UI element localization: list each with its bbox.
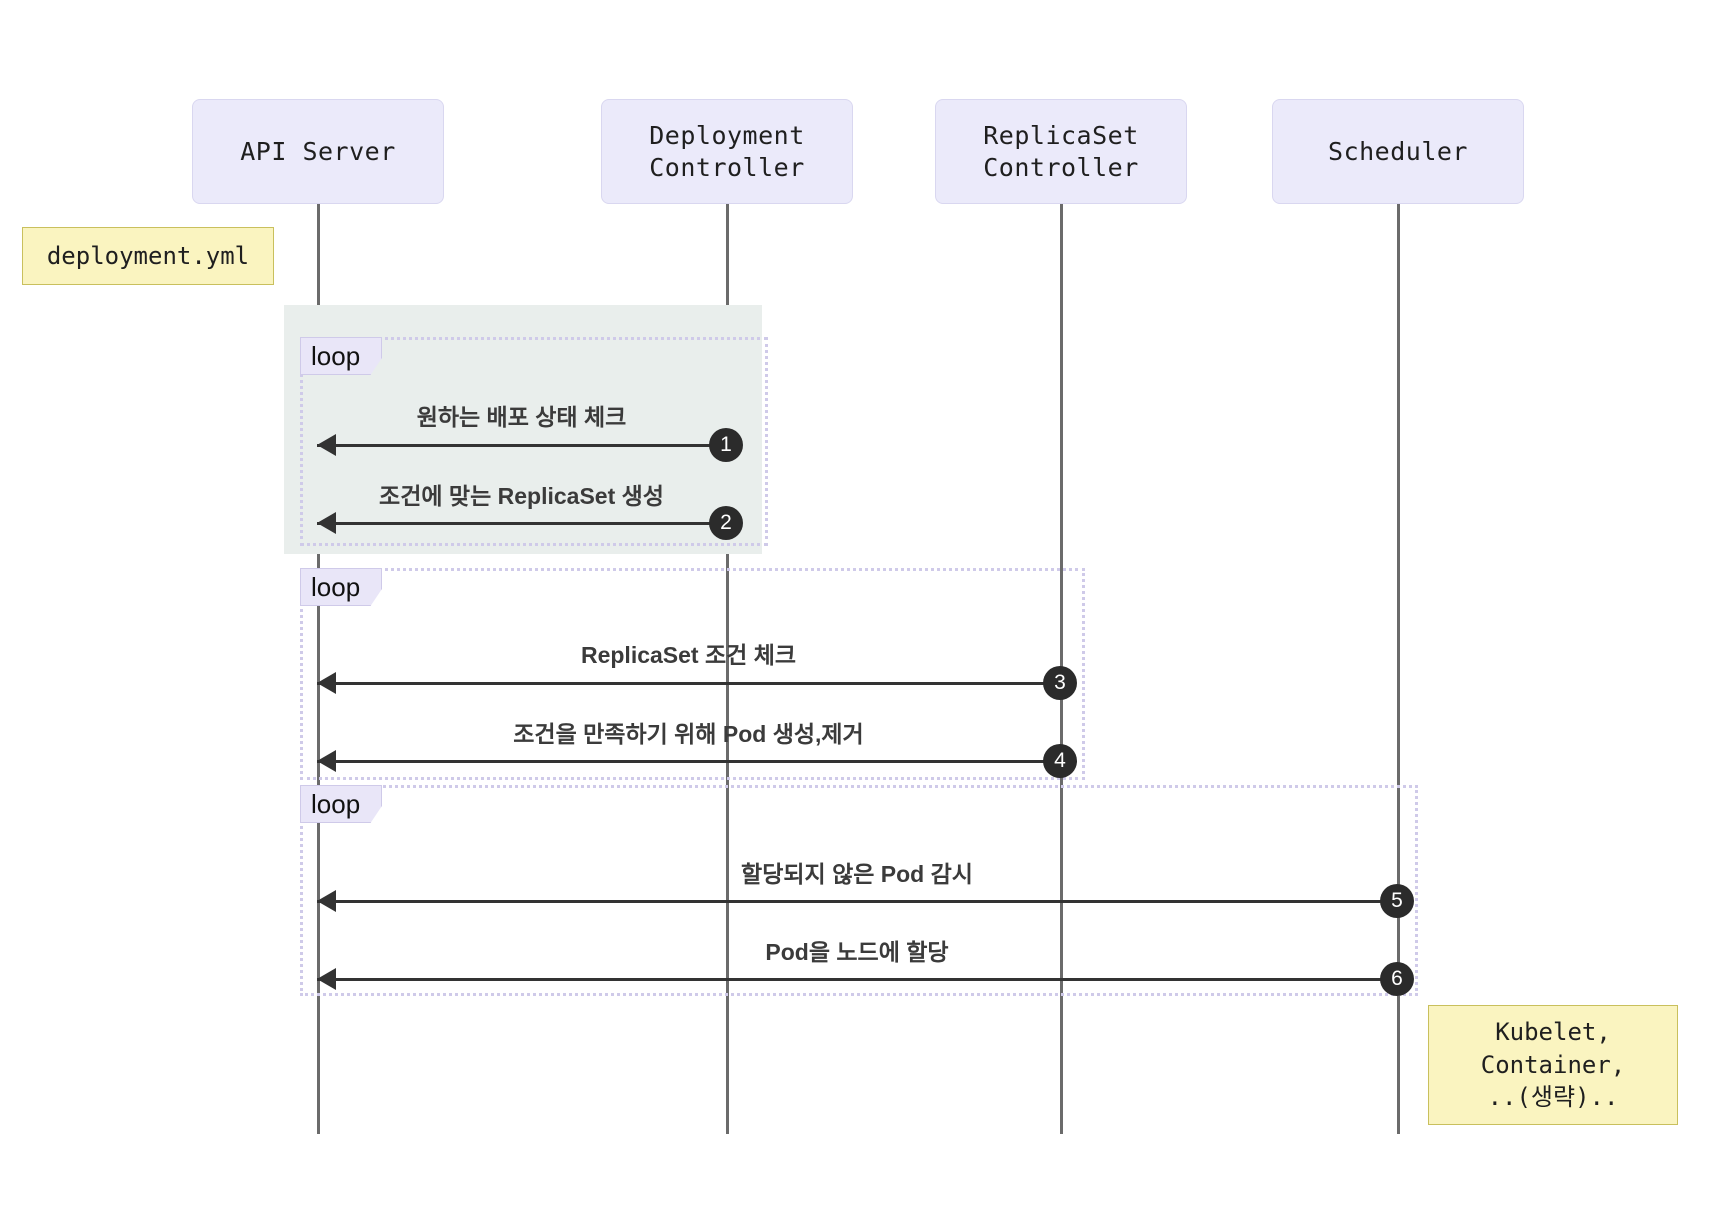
lifeline-api-server xyxy=(317,204,320,1134)
message-4-arrowhead xyxy=(317,750,336,772)
sequence-number: 3 xyxy=(1054,671,1066,694)
lifeline-deployment-controller xyxy=(726,204,729,1134)
message-3-label: ReplicaSet 조건 체크 xyxy=(317,636,1060,670)
note-deployment-yml: deployment.yml xyxy=(22,227,274,285)
message-6-label: Pod을 노드에 할당 xyxy=(317,933,1397,967)
message-1-label: 원하는 배포 상태 체크 xyxy=(317,398,726,432)
message-5-label: 할당되지 않은 Pod 감시 xyxy=(317,855,1397,889)
sequence-number: 6 xyxy=(1391,967,1403,990)
sequence-number: 5 xyxy=(1391,889,1403,912)
participant-scheduler[interactable]: Scheduler xyxy=(1272,99,1524,204)
participant-replicaset-controller[interactable]: ReplicaSet Controller xyxy=(935,99,1187,204)
note-kubelet-container: Kubelet, Container, ..(생략).. xyxy=(1428,1005,1678,1125)
participant-deployment-controller[interactable]: Deployment Controller xyxy=(601,99,853,204)
message-1-sequence-badge: 1 xyxy=(709,428,743,462)
message-2-label: 조건에 맞는 ReplicaSet 생성 xyxy=(317,477,726,511)
message-1-arrowhead xyxy=(317,434,336,456)
loop-3-frame xyxy=(300,785,1418,996)
loop-3-tag: loop xyxy=(300,785,382,823)
message-label-text: 할당되지 않은 Pod 감시 xyxy=(741,861,973,887)
sequence-number: 2 xyxy=(720,511,732,534)
message-3-arrowhead xyxy=(317,672,336,694)
message-label-text: 조건에 맞는 ReplicaSet 생성 xyxy=(379,483,664,509)
message-2-line xyxy=(317,522,726,525)
message-5-sequence-badge: 5 xyxy=(1380,884,1414,918)
message-5-line xyxy=(317,900,1397,903)
message-2-sequence-badge: 2 xyxy=(709,506,743,540)
message-5-arrowhead xyxy=(317,890,336,912)
message-1-line xyxy=(317,444,726,447)
message-6-line xyxy=(317,978,1397,981)
message-3-sequence-badge: 3 xyxy=(1043,666,1077,700)
note-text: deployment.yml xyxy=(46,241,250,270)
loop-label: loop xyxy=(311,341,361,371)
loop-1-tag: loop xyxy=(300,337,382,375)
participant-api-server[interactable]: API Server xyxy=(192,99,444,204)
message-4-label: 조건을 만족하기 위해 Pod 생성,제거 xyxy=(317,715,1060,749)
sequence-number: 4 xyxy=(1054,749,1066,772)
loop-2-tag: loop xyxy=(300,568,382,606)
message-label-text: Pod을 노드에 할당 xyxy=(765,939,949,965)
loop-label: loop xyxy=(311,572,361,602)
note-text: Kubelet, Container, ..(생략).. xyxy=(1480,1018,1626,1112)
participant-label: Deployment Controller xyxy=(649,120,805,182)
participant-label: Scheduler xyxy=(1328,136,1468,166)
message-2-arrowhead xyxy=(317,512,336,534)
message-6-sequence-badge: 6 xyxy=(1380,962,1414,996)
message-6-arrowhead xyxy=(317,968,336,990)
message-4-sequence-badge: 4 xyxy=(1043,744,1077,778)
message-label-text: ReplicaSet 조건 체크 xyxy=(580,642,797,668)
participant-label: API Server xyxy=(240,136,396,166)
participant-label: ReplicaSet Controller xyxy=(983,120,1139,182)
message-label-text: 조건을 만족하기 위해 Pod 생성,제거 xyxy=(513,721,864,747)
lifeline-scheduler xyxy=(1397,204,1400,1134)
message-3-line xyxy=(317,682,1060,685)
loop-2-frame xyxy=(300,568,1085,780)
loop-1-frame xyxy=(300,337,768,546)
sequence-number: 1 xyxy=(720,433,732,456)
message-label-text: 원하는 배포 상태 체크 xyxy=(416,404,627,430)
loop-label: loop xyxy=(311,789,361,819)
message-4-line xyxy=(317,760,1060,763)
